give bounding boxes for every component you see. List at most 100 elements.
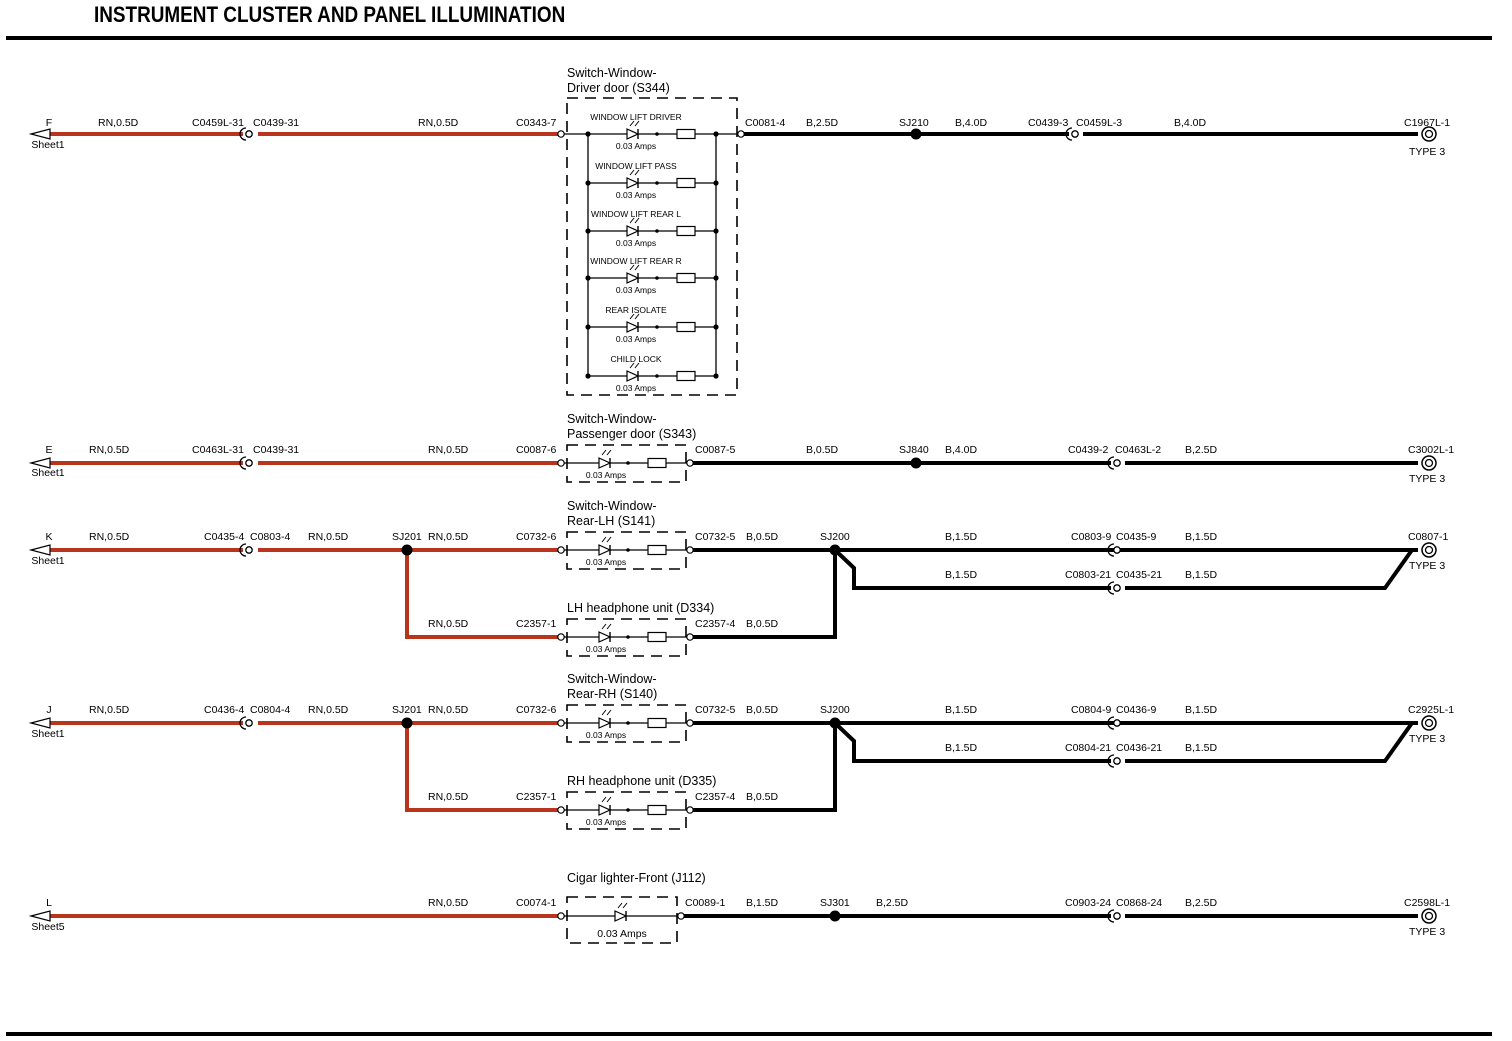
connector-arc: [1065, 127, 1073, 141]
junction-dot: [655, 374, 659, 378]
junction-dot: [626, 721, 630, 725]
component-name: LH headphone unit (D334): [567, 601, 714, 615]
label: C0436-9: [1116, 704, 1156, 716]
light-ray: [634, 264, 640, 271]
junction-dot: [713, 373, 719, 379]
component-name: Cigar lighter-Front (J112): [567, 871, 706, 885]
origin-sheet: Sheet1: [31, 728, 64, 740]
light-ray: [601, 623, 607, 630]
label: TYPE 3: [1409, 733, 1445, 745]
connector-pin: [1113, 546, 1121, 554]
light-ray: [606, 623, 612, 630]
label: C0803-21: [1065, 569, 1111, 581]
pin: [686, 459, 694, 467]
led-icon: [626, 120, 640, 140]
light-ray: [634, 313, 640, 320]
sheet-arrow: [28, 457, 51, 469]
lamp-label: WINDOW LIFT PASS: [595, 161, 677, 171]
resistor-icon: [647, 631, 667, 643]
resistor-icon: [647, 717, 667, 729]
connector-pin: [1113, 719, 1121, 727]
label: C2357-4: [695, 618, 735, 630]
label: B,4.0D: [1174, 117, 1207, 129]
splice-sj201: [401, 544, 413, 556]
connector-pin: [245, 459, 253, 467]
label: B,0.5D: [746, 531, 779, 543]
amps-label: 0.03 Amps: [586, 470, 626, 480]
wire: [833, 548, 1111, 590]
resistor-icon: [676, 321, 696, 333]
label: C0459L-3: [1076, 117, 1122, 129]
connector-pin: [1113, 459, 1121, 467]
junction-dot: [655, 276, 659, 280]
label: C1967L-1: [1404, 117, 1450, 129]
connector-pin: [245, 130, 253, 138]
inline-connector-f2: [1065, 127, 1079, 141]
wires-layer: [50, 132, 1418, 918]
light-ray: [601, 709, 607, 716]
resistor-icon: [647, 544, 667, 556]
label: C2357-1: [516, 618, 556, 630]
label: C0804-4: [250, 704, 290, 716]
junction-dot: [655, 229, 659, 233]
diode-triangle: [598, 631, 612, 643]
label: C0089-1: [685, 897, 725, 909]
origin-letter: E: [45, 444, 52, 456]
label: B,4.0D: [955, 117, 988, 129]
junction-dot: [585, 275, 591, 281]
amps-label: 0.03 Amps: [586, 817, 626, 827]
amps-label: 0.03 Amps: [616, 285, 656, 295]
junction-dot: [626, 461, 630, 465]
connector-pin: [1113, 912, 1121, 920]
component-name: Switch-Window-: [567, 412, 657, 426]
label: C0439-31: [253, 117, 299, 129]
junction-dot: [655, 132, 659, 136]
amps-label: 0.03 Amps: [616, 190, 656, 200]
inline-connector-k3: [1107, 581, 1121, 595]
inline-connector-e2: [1107, 456, 1121, 470]
junction-dot: [713, 131, 719, 137]
resistor-icon: [676, 272, 696, 284]
pin: [557, 633, 565, 641]
amps-label: 0.03 Amps: [616, 334, 656, 344]
label: C0459L-31: [192, 117, 244, 129]
label: C2357-1: [516, 791, 556, 803]
junction-dot: [713, 275, 719, 281]
inline-connector-j1: [239, 716, 253, 730]
component-name: Passenger door (S343): [567, 427, 696, 441]
resistor-icon: [676, 225, 696, 237]
label: RN,0.5D: [428, 791, 469, 803]
inline-connector-l2: [1107, 909, 1121, 923]
label: RN,0.5D: [428, 897, 469, 909]
label: RN,0.5D: [428, 618, 469, 630]
light-ray: [622, 902, 628, 909]
label: B,0.5D: [806, 444, 839, 456]
splice-sj200: [829, 544, 841, 556]
pin: [737, 130, 745, 138]
light-ray: [617, 902, 623, 909]
connector-arc: [239, 543, 247, 557]
component-name: Switch-Window-: [567, 66, 657, 80]
diode-triangle: [626, 272, 640, 284]
symbols-layer: [28, 120, 1437, 924]
wire: [1125, 548, 1414, 590]
label: C0804-9: [1071, 704, 1111, 716]
label: C0439-2: [1068, 444, 1108, 456]
label: RN,0.5D: [98, 117, 139, 129]
label: RN,0.5D: [89, 704, 130, 716]
label: C0087-6: [516, 444, 556, 456]
pin: [686, 546, 694, 554]
connector-pin: [1113, 757, 1121, 765]
component-name: Switch-Window-: [567, 499, 657, 513]
label: SJ200: [820, 531, 850, 543]
label: C0439-3: [1028, 117, 1068, 129]
label: C0436-21: [1116, 742, 1162, 754]
ground-c1967l: [1421, 126, 1437, 142]
wire: [693, 723, 837, 812]
light-ray: [629, 120, 635, 127]
label: B,4.0D: [945, 444, 978, 456]
junction-dot: [585, 228, 591, 234]
label: RN,0.5D: [428, 704, 469, 716]
inline-connector-k1: [239, 543, 253, 557]
